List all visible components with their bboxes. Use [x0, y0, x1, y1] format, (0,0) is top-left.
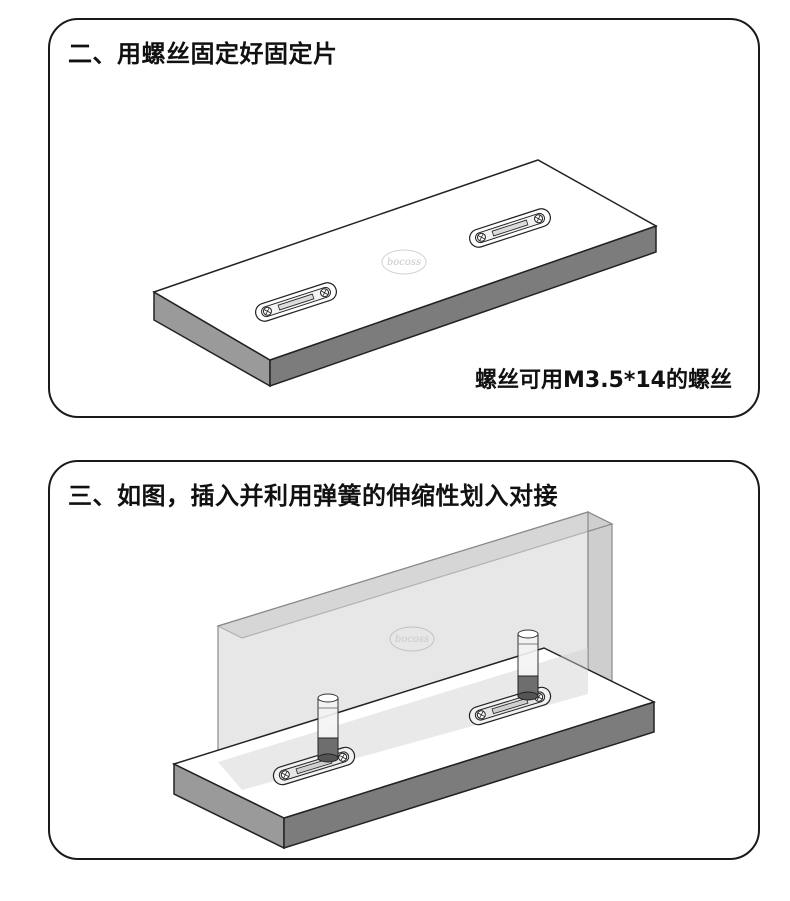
step-2-panel: bocoss — [48, 18, 760, 418]
screw-icon — [262, 306, 272, 316]
watermark-logo: bocoss — [381, 249, 427, 275]
watermark-text: bocoss — [387, 257, 421, 268]
step-2-title: 二、用螺丝固定好固定片 — [68, 40, 338, 68]
screw-icon — [280, 770, 290, 780]
fixing-plate-left — [255, 282, 337, 322]
screw-icon — [476, 232, 486, 242]
step-3-illustration: bocoss — [171, 511, 657, 850]
fixing-plate-right — [469, 208, 551, 248]
screw-icon — [476, 710, 486, 720]
step-2-illustration: bocoss — [152, 159, 658, 388]
watermark-text: bocoss — [395, 634, 429, 645]
spring-pin-right — [517, 629, 539, 701]
step-3-panel: bocoss — [48, 460, 760, 860]
screw-icon — [338, 752, 348, 762]
screw-icon — [534, 214, 544, 224]
screw-spec-note: 螺丝可用M3.5*14的螺丝 — [475, 368, 732, 393]
glass-panel-lower-face — [218, 648, 588, 790]
screw-icon — [320, 288, 330, 298]
watermark-logo: bocoss — [389, 626, 435, 652]
step-3-title: 三、如图，插入并利用弹簧的伸缩性划入对接 — [68, 482, 558, 510]
spring-pin-left — [317, 693, 339, 763]
glass-panel-side — [587, 511, 613, 699]
